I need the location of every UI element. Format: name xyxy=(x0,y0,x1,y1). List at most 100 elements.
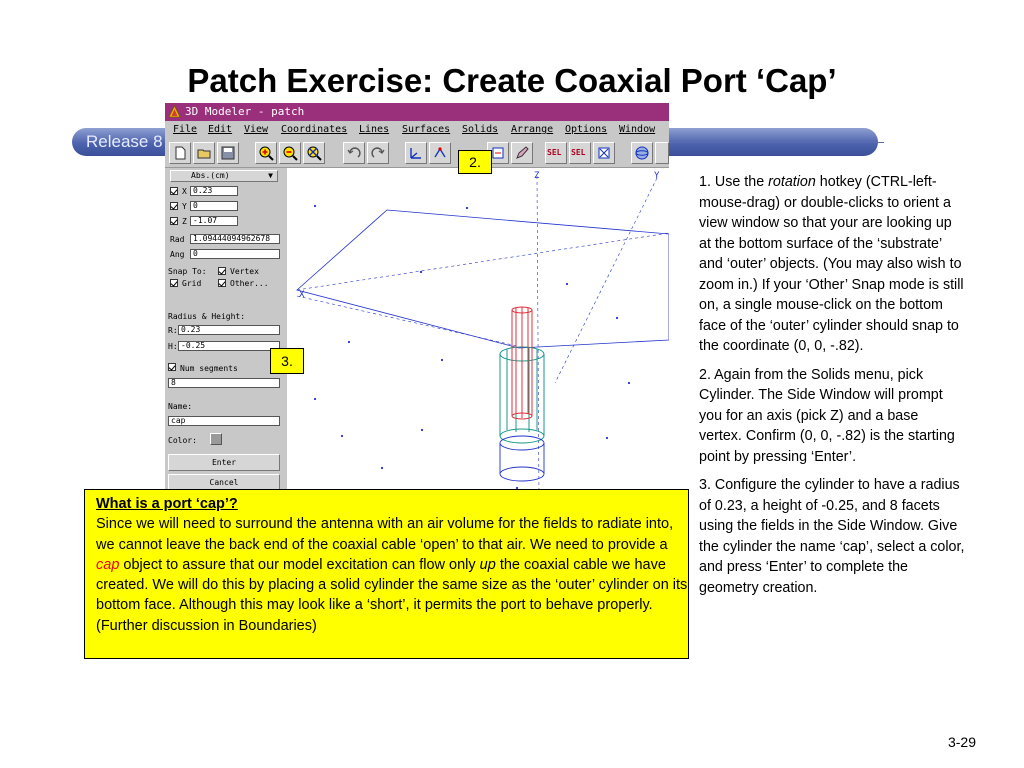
name-field[interactable]: cap xyxy=(168,416,280,426)
sphere-icon xyxy=(635,146,649,160)
undo-button[interactable] xyxy=(343,142,365,164)
axis-z-label: Z xyxy=(534,171,540,181)
substrate-plane xyxy=(296,209,669,349)
zoom-in-button[interactable] xyxy=(255,142,277,164)
select-button-2[interactable]: SEL xyxy=(569,142,591,164)
new-file-button[interactable] xyxy=(169,142,191,164)
select-button[interactable] xyxy=(487,142,509,164)
menu-window[interactable]: Window xyxy=(619,124,656,135)
axis-x-label: X xyxy=(299,290,305,300)
grid-dots xyxy=(313,204,631,490)
x-label: X xyxy=(182,187,187,196)
menu-edit[interactable]: Edit xyxy=(208,124,233,135)
zoom-out-button[interactable] xyxy=(279,142,301,164)
render-button[interactable] xyxy=(631,142,653,164)
y-checkbox[interactable] xyxy=(170,202,178,210)
outer-cylinder xyxy=(499,346,545,444)
axes-button[interactable] xyxy=(405,142,427,164)
note-cap-word: cap xyxy=(96,556,120,573)
x-field[interactable]: 0.23 xyxy=(190,186,238,196)
menu-file[interactable]: File xyxy=(173,124,198,135)
select-button-1[interactable]: SEL xyxy=(545,142,567,164)
callout-step-3: 3. xyxy=(270,348,304,374)
z-axis-line xyxy=(536,175,540,498)
menu-solids[interactable]: Solids xyxy=(462,124,499,135)
step1-pre: 1. Use the xyxy=(699,174,769,190)
instructions: 1. Use the rotation hotkey (CTRL-left-mo… xyxy=(699,172,965,606)
wireframe-view: X Y Z xyxy=(296,171,669,498)
release-label: Release 8 xyxy=(86,132,163,151)
note-text-1: Since we will need to surround the anten… xyxy=(96,516,674,553)
z-label: Z xyxy=(182,217,187,226)
redo-icon xyxy=(371,147,385,158)
menu-arrange[interactable]: Arrange xyxy=(511,124,554,135)
num-segments-field[interactable]: 8 xyxy=(168,378,280,388)
cap-cylinder xyxy=(499,435,545,482)
num-segments-label: Num segments xyxy=(180,364,238,373)
x-axis-line xyxy=(296,232,669,291)
snap-to-label: Snap To: xyxy=(168,267,207,276)
zoom-out-icon xyxy=(283,146,298,161)
zoom-in-icon xyxy=(259,146,274,161)
enter-button[interactable]: Enter xyxy=(168,454,280,471)
edit-icon xyxy=(516,146,529,159)
deselect-button[interactable] xyxy=(593,142,615,164)
units-dropdown[interactable]: Abs.(cm) ▼ xyxy=(170,170,278,182)
step1-post: hotkey (CTRL-left-mouse-drag) or double-… xyxy=(699,174,964,354)
menu-surfaces[interactable]: Surfaces xyxy=(402,124,451,135)
z-field[interactable]: -1.07 xyxy=(190,216,238,226)
ang-label: Ang xyxy=(170,250,185,259)
save-icon xyxy=(221,146,235,160)
menu-coordinates[interactable]: Coordinates xyxy=(281,124,348,135)
snap-other-checkbox[interactable] xyxy=(218,279,226,287)
chevron-down-icon: ▼ xyxy=(268,171,273,180)
3d-viewport[interactable]: X Y Z xyxy=(287,168,669,498)
num-segments-checkbox[interactable] xyxy=(168,363,176,371)
new-file-icon xyxy=(175,146,186,160)
note-up-word: up xyxy=(479,556,496,573)
z-checkbox[interactable] xyxy=(170,217,178,225)
slide-title: Patch Exercise: Create Coaxial Port ‘Cap… xyxy=(187,62,837,99)
h-label: H: xyxy=(168,342,178,351)
y-axis-line xyxy=(554,177,658,384)
window-title: 3D Modeler - patch xyxy=(185,105,305,118)
menu-options[interactable]: Options xyxy=(565,124,608,135)
snap-grid-checkbox[interactable] xyxy=(170,279,178,287)
axes-icon xyxy=(410,148,421,159)
note-heading: What is a port ‘cap’? xyxy=(96,496,238,512)
fit-view-button[interactable] xyxy=(303,142,325,164)
rad-label: Rad xyxy=(170,235,185,244)
app-logo-icon xyxy=(168,105,181,118)
sel-label-2: SEL xyxy=(571,148,586,157)
redo-button[interactable] xyxy=(367,142,389,164)
instruction-step-3: 3. Configure the cylinder to have a radi… xyxy=(699,477,965,596)
snap-vertex-checkbox[interactable] xyxy=(218,267,226,275)
page-number: 3-29 xyxy=(947,734,976,750)
color-swatch-button[interactable] xyxy=(210,433,222,445)
toolbar: SEL SEL xyxy=(165,139,669,168)
units-value: Abs.(cm) xyxy=(191,171,230,180)
color-label: Color: xyxy=(168,436,197,445)
rad-field[interactable]: 1.09444094962678 xyxy=(190,234,280,244)
edit-button[interactable] xyxy=(511,142,533,164)
sel-label-1: SEL xyxy=(547,148,562,157)
menu-view[interactable]: View xyxy=(244,124,269,135)
menu-lines[interactable]: Lines xyxy=(359,124,390,135)
x-checkbox[interactable] xyxy=(170,187,178,195)
radius-field[interactable]: 0.23 xyxy=(178,325,280,335)
snap-grid-label: Grid xyxy=(182,279,202,288)
ang-field[interactable]: 0 xyxy=(190,249,280,259)
y-field[interactable]: 0 xyxy=(190,201,238,211)
step1-italic: rotation xyxy=(768,174,816,190)
save-button[interactable] xyxy=(217,142,239,164)
select-vertex-icon xyxy=(434,147,446,158)
window-title-bar[interactable]: 3D Modeler - patch xyxy=(165,103,669,121)
select-vertex-button[interactable] xyxy=(429,142,451,164)
height-field[interactable]: -0.25 xyxy=(178,341,280,351)
toolbar-overflow-button[interactable] xyxy=(655,142,669,164)
open-button[interactable] xyxy=(193,142,215,164)
callout-step-2: 2. xyxy=(458,150,492,174)
side-window: Abs.(cm) ▼ X 0.23 Y 0 Z -1.07 Rad 1.0944… xyxy=(165,168,285,498)
fit-view-icon xyxy=(307,146,322,161)
instruction-step-1: 1. Use the rotation hotkey (CTRL-left-mo… xyxy=(699,172,965,357)
